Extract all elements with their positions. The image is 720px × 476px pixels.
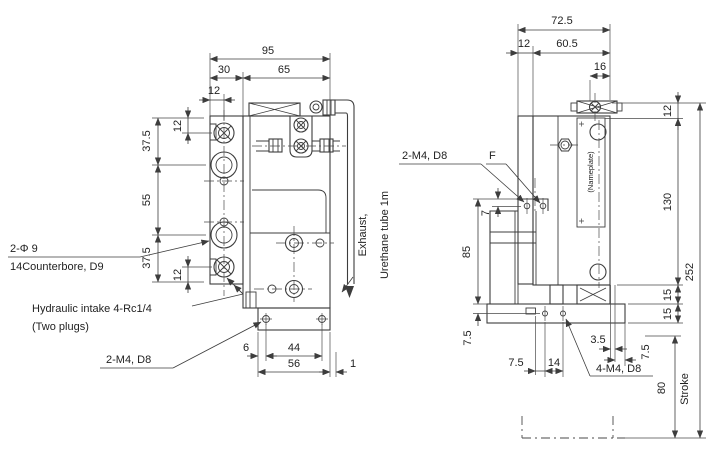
dim-front-pitch-mid: 55 — [141, 194, 153, 206]
label-front-mount-holes: 2-M4, D8 — [106, 354, 151, 366]
dim-side-top-offset: 12 — [662, 105, 674, 117]
dim-front-pitch-top: 37.5 — [141, 130, 153, 151]
dim-front-pitch-bottom: 37.5 — [141, 247, 153, 268]
dim-side-base-hole-pitch: 14 — [548, 357, 560, 369]
dim-side-body-length: 130 — [662, 193, 674, 211]
side-nameplate: (Nameplate) — [576, 117, 606, 228]
dim-side-hole-depth: 7 — [480, 210, 492, 216]
dim-side-overall-width: 72.5 — [551, 15, 572, 27]
dim-front-top-offset: 12 — [208, 85, 220, 97]
dim-side-overall-length: 252 — [684, 263, 696, 281]
label-two-plugs: (Two plugs) — [32, 321, 89, 333]
front-top-fitting — [252, 99, 346, 158]
dim-front-inset-top: 12 — [172, 120, 184, 132]
exhaust-tube — [335, 99, 355, 298]
front-base-plate — [257, 307, 331, 331]
dim-side-foot-a: 15 — [662, 289, 674, 301]
label-nameplate: (Nameplate) — [586, 151, 595, 193]
dim-side-plate-width: 12 — [518, 38, 530, 50]
side-labels: 2-M4, D8 F 4-M4, D8 — [399, 150, 653, 377]
dim-front-base-width: 56 — [288, 358, 300, 370]
dim-side-foot-b: 15 — [662, 308, 674, 320]
side-m4-step — [518, 178, 549, 214]
dim-side-body-width: 60.5 — [556, 38, 577, 50]
label-counterbore-spec: 14Counterbore, D9 — [10, 261, 104, 273]
dim-front-right-width: 65 — [278, 64, 290, 76]
dim-front-inset-bottom: 12 — [172, 269, 184, 281]
label-port-f: F — [489, 150, 496, 162]
front-lower-bolts — [254, 226, 334, 302]
dim-side-port-offset: 16 — [594, 61, 606, 73]
dim-side-base-top-offset: 7.5 — [462, 330, 474, 345]
dim-front-base-edge: 6 — [243, 342, 249, 354]
front-view-outline — [204, 99, 355, 331]
label-side-mount-holes: 2-M4, D8 — [402, 150, 447, 162]
side-crosshatch-bar — [570, 93, 623, 126]
front-plate-holes — [204, 110, 244, 296]
dim-front-left-width: 30 — [218, 64, 230, 76]
label-hydraulic-intake: Hydraulic intake 4-Rc1/4 — [32, 303, 152, 315]
side-dimensions: 72.5 12 60.5 16 12 130 15 15 252 80 Stro… — [461, 15, 706, 439]
side-feet — [549, 284, 611, 305]
dim-front-base-pitch: 44 — [288, 342, 300, 354]
side-view-outline: (Nameplate) — [486, 93, 706, 439]
label-base-holes: 4-M4, D8 — [596, 363, 641, 375]
front-dimensions: 95 30 65 12 37.5 55 37.5 12 12 6 44 56 1 — [141, 45, 356, 377]
label-exhaust-line2: Urethane tube 1m — [379, 191, 391, 279]
dim-side-base-right-edge: 7.5 — [640, 344, 652, 359]
dim-stroke-length: 80 — [656, 382, 668, 394]
dim-front-overall-width: 95 — [262, 45, 274, 57]
side-carriage — [489, 210, 536, 304]
dim-side-rail-offset: 3.5 — [590, 334, 605, 346]
label-exhaust-line1: Exhaust, — [357, 214, 369, 257]
front-labels: 2-Φ 9 14Counterbore, D9 Hydraulic intake… — [8, 191, 391, 369]
label-stroke: Stroke — [679, 373, 691, 405]
side-hex-bolt — [550, 138, 580, 152]
dim-side-carriage-length: 85 — [461, 246, 473, 258]
label-counterbore-qty: 2-Φ 9 — [10, 243, 38, 255]
dim-side-base-hole-edge: 7.5 — [508, 357, 523, 369]
dim-front-base-gap: 1 — [350, 358, 356, 370]
stroke-phantom-outline — [521, 416, 706, 439]
front-crosshatch-bar — [248, 102, 301, 117]
